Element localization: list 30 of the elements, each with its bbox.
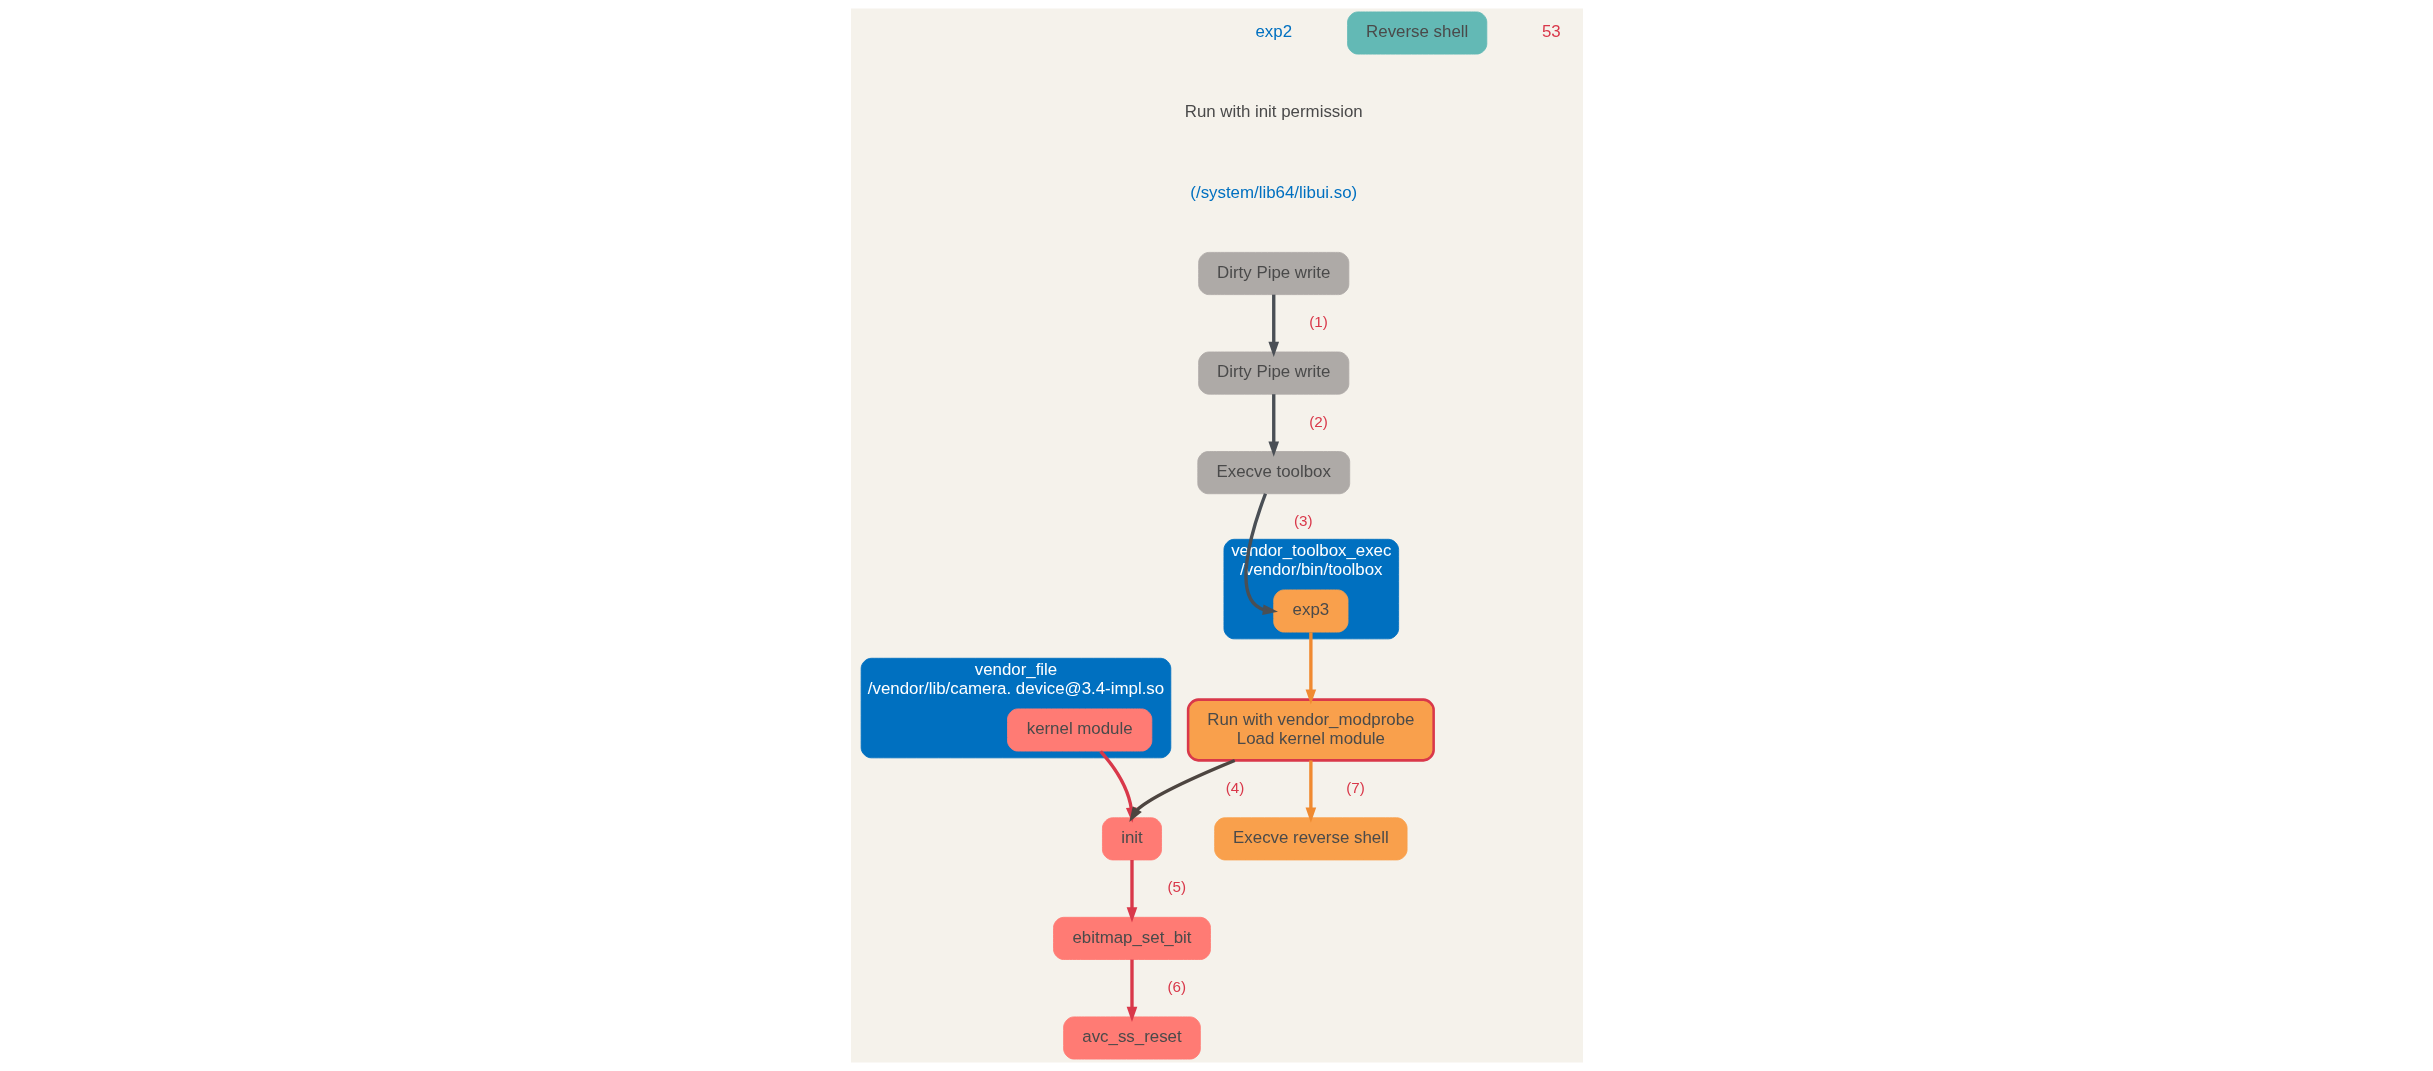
node-box: kernel module [1006, 708, 1152, 752]
arrow [1243, 493, 1278, 616]
arrow [1126, 860, 1137, 923]
edge-label: (5) [1166, 878, 1186, 896]
arrow [1126, 959, 1137, 1022]
node-box: Reverse shell [1346, 11, 1487, 55]
arrow [1305, 760, 1316, 823]
arrow [1267, 294, 1279, 358]
label: 53 [1541, 22, 1561, 42]
edge-label: (3) [1293, 512, 1313, 530]
arrow [1305, 632, 1316, 705]
node-box: ebitmap_set_bit [1052, 916, 1211, 960]
label: exp2 [1254, 22, 1292, 42]
node-box: Execve reverse shell [1213, 817, 1407, 861]
label: (/system/lib64/libui.so) [1189, 182, 1357, 202]
node-box: init [1101, 817, 1162, 861]
edge-label: (6) [1166, 977, 1186, 995]
arrow [1267, 394, 1279, 457]
edge-label: (4) [1225, 778, 1244, 796]
node-box: Dirty Pipe write [1197, 351, 1349, 395]
edge-label: (2) [1308, 412, 1328, 430]
node-box: exp3 [1272, 589, 1348, 633]
label: Run with init permission [1184, 102, 1363, 122]
edge-label: (1) [1308, 313, 1328, 330]
edge-label: (7) [1345, 778, 1365, 796]
node-box: Dirty Pipe write [1197, 252, 1349, 295]
node-box: Run with vendor_modprobe Load kernel module [1186, 698, 1435, 762]
node-box: Execve toolbox [1196, 451, 1350, 495]
arrow [1128, 758, 1235, 823]
node-box: avc_ss_reset [1062, 1016, 1201, 1060]
